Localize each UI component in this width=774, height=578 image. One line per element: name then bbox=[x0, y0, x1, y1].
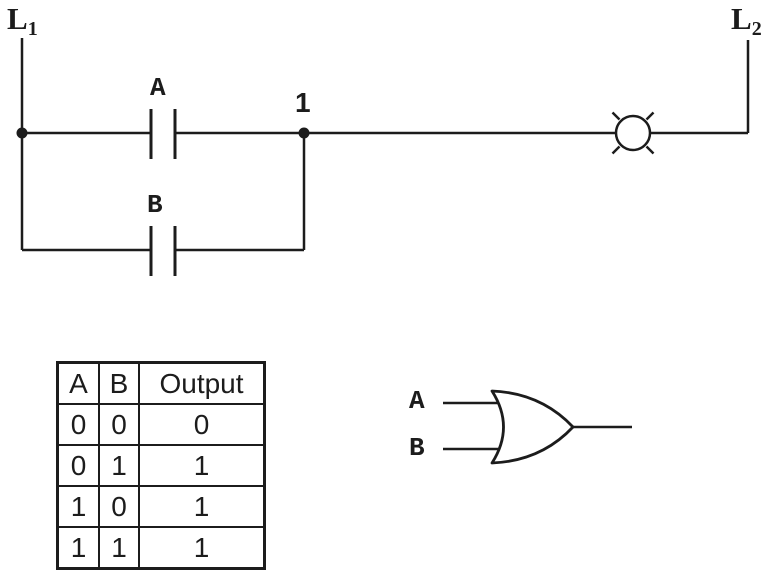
or-gate-icon bbox=[443, 389, 632, 465]
l2-subscript: 2 bbox=[751, 18, 762, 40]
l2-rail-label: L2 bbox=[731, 1, 762, 39]
l1-subscript: 1 bbox=[27, 18, 38, 40]
truth-table-cell: 1 bbox=[56, 485, 100, 528]
truth-table: A B Output 0 0 0 0 1 1 1 0 1 1 bbox=[56, 361, 266, 570]
truth-table-cell: 1 bbox=[98, 526, 140, 570]
contact-a-label: A bbox=[150, 73, 166, 103]
truth-table-cell: 0 bbox=[98, 485, 140, 528]
truth-table-header-b: B bbox=[98, 361, 140, 405]
truth-table-cell: 0 bbox=[98, 403, 140, 446]
lamp-icon bbox=[611, 111, 655, 155]
node-1-label: 1 bbox=[295, 87, 311, 118]
truth-table-cell: 1 bbox=[138, 485, 266, 528]
truth-table-cell: 1 bbox=[138, 444, 266, 487]
truth-table-row: 1 1 1 bbox=[56, 526, 266, 570]
truth-table-header-output: Output bbox=[138, 361, 266, 405]
l1-base: L bbox=[7, 1, 28, 36]
truth-table-cell: 0 bbox=[138, 403, 266, 446]
truth-table-row: 1 0 1 bbox=[56, 485, 266, 528]
gate-input-b-label: B bbox=[409, 433, 425, 463]
truth-table-cell: 1 bbox=[98, 444, 140, 487]
left-junction-dot bbox=[16, 127, 28, 139]
contact-b-label: B bbox=[147, 190, 163, 220]
l2-base: L bbox=[731, 1, 752, 36]
truth-table-row: 0 0 0 bbox=[56, 403, 266, 446]
gate-input-a-label: A bbox=[409, 386, 425, 416]
normally-open-contact-a-icon bbox=[149, 109, 177, 159]
truth-table-cell: 1 bbox=[56, 526, 100, 570]
parallel-branch-wire bbox=[22, 133, 306, 252]
normally-open-contact-b-icon bbox=[149, 226, 177, 276]
truth-table-row: 0 1 1 bbox=[56, 444, 266, 487]
l1-rail-label: L1 bbox=[7, 1, 38, 39]
truth-table-cell: 0 bbox=[56, 403, 100, 446]
truth-table-cell: 0 bbox=[56, 444, 100, 487]
truth-table-header-row: A B Output bbox=[56, 361, 266, 405]
truth-table-cell: 1 bbox=[138, 526, 266, 570]
truth-table-header-a: A bbox=[56, 361, 100, 405]
